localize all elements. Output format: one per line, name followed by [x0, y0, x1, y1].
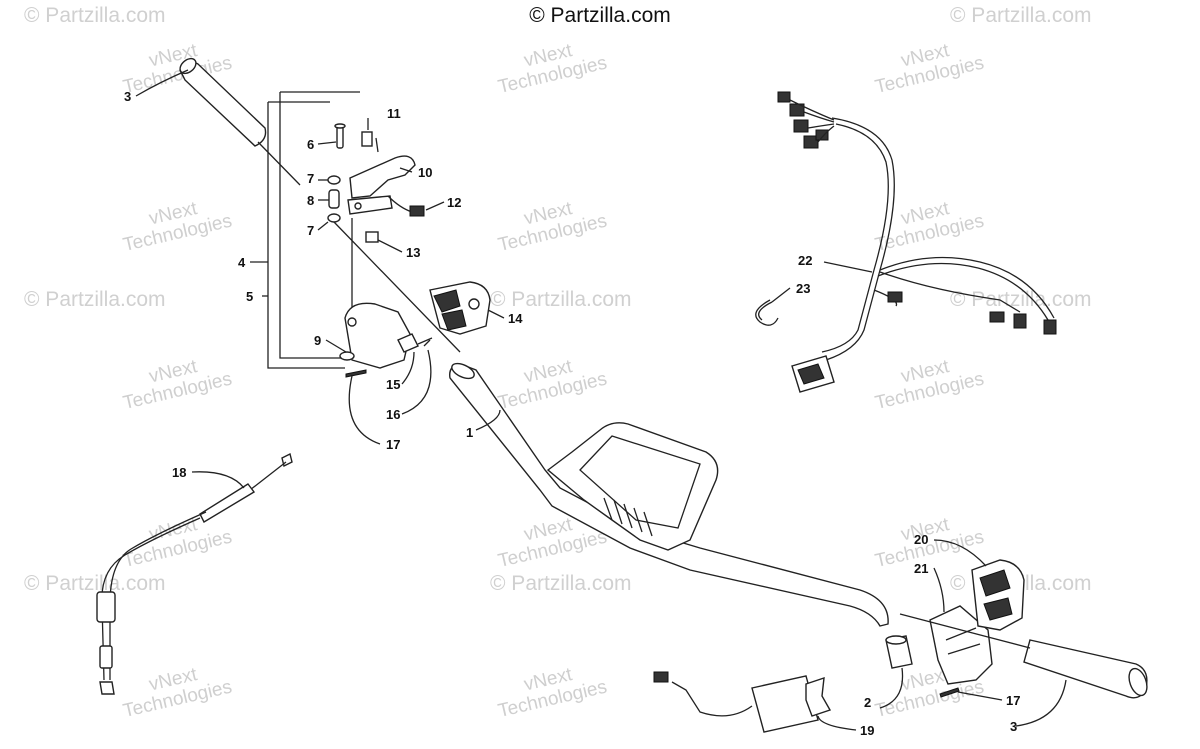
- throttle-lever[interactable]: [347, 155, 416, 215]
- wiring-harness[interactable]: [777, 91, 1057, 393]
- bushing-lower[interactable]: [327, 213, 341, 223]
- watermark-partzilla: © Partzilla.com: [24, 288, 166, 311]
- callout-17-left: 17: [386, 437, 401, 452]
- callout-7-lower: 7: [307, 223, 315, 238]
- callout-8: 8: [307, 193, 315, 208]
- watermark-partzilla: © Partzilla.com: [950, 4, 1092, 27]
- callout-21: 21: [914, 561, 929, 576]
- left-switch-housing[interactable]: [429, 281, 491, 335]
- callout-14: 14: [508, 311, 523, 326]
- right-switch-module[interactable]: [971, 559, 1025, 631]
- bar-end-bushing[interactable]: [885, 635, 913, 669]
- callout-17-right: 17: [1006, 693, 1021, 708]
- callout-12: 12: [447, 195, 462, 210]
- group-bracket: [267, 91, 360, 369]
- callout-13: 13: [406, 245, 421, 260]
- watermark-partzilla: © Partzilla.com: [490, 288, 632, 311]
- watermark-partzilla: © Partzilla.com: [24, 572, 166, 595]
- bushing-upper[interactable]: [327, 175, 341, 185]
- throttle-sensor[interactable]: [387, 195, 425, 217]
- clip[interactable]: [365, 231, 379, 243]
- watermark-partzilla: © Partzilla.com: [490, 572, 632, 595]
- handlebar[interactable]: [449, 360, 889, 627]
- callout-22: 22: [798, 253, 813, 268]
- callout-5: 5: [246, 289, 254, 304]
- throttle-cable[interactable]: [96, 452, 293, 695]
- callout-16: 16: [386, 407, 401, 422]
- watermark-partzilla: © Partzilla.com: [950, 288, 1092, 311]
- callout-4: 4: [238, 255, 246, 270]
- callout-18: 18: [172, 465, 187, 480]
- callout-11: 11: [387, 106, 401, 121]
- cable-tie[interactable]: [755, 299, 779, 326]
- callout-15: 15: [386, 377, 401, 392]
- callout-3-left: 3: [124, 89, 132, 104]
- throttle-housing[interactable]: [339, 302, 419, 369]
- housing-screw-long[interactable]: [345, 369, 367, 378]
- magnet[interactable]: [361, 131, 379, 153]
- pivot-pin[interactable]: [334, 123, 346, 149]
- callout-23: 23: [796, 281, 811, 296]
- callout-10: 10: [418, 165, 433, 180]
- callout-2: 2: [864, 695, 872, 710]
- copyright-title: © Partzilla.com: [529, 4, 671, 27]
- heater-element[interactable]: [653, 671, 832, 733]
- bushing-mid[interactable]: [328, 189, 340, 209]
- callout-3-right: 3: [1010, 719, 1018, 734]
- callout-9: 9: [314, 333, 322, 348]
- callout-7-upper: 7: [307, 171, 315, 186]
- right-housing-screw[interactable]: [939, 687, 960, 698]
- callout-1: 1: [466, 425, 474, 440]
- callout-6: 6: [307, 137, 315, 152]
- housing-screw[interactable]: [417, 337, 433, 347]
- leader-lines: [135, 69, 1067, 731]
- left-grip[interactable]: [177, 56, 301, 186]
- callout-19: 19: [860, 723, 875, 738]
- watermark-partzilla: © Partzilla.com: [24, 4, 166, 27]
- callout-20: 20: [914, 532, 929, 547]
- right-grip[interactable]: [899, 613, 1150, 699]
